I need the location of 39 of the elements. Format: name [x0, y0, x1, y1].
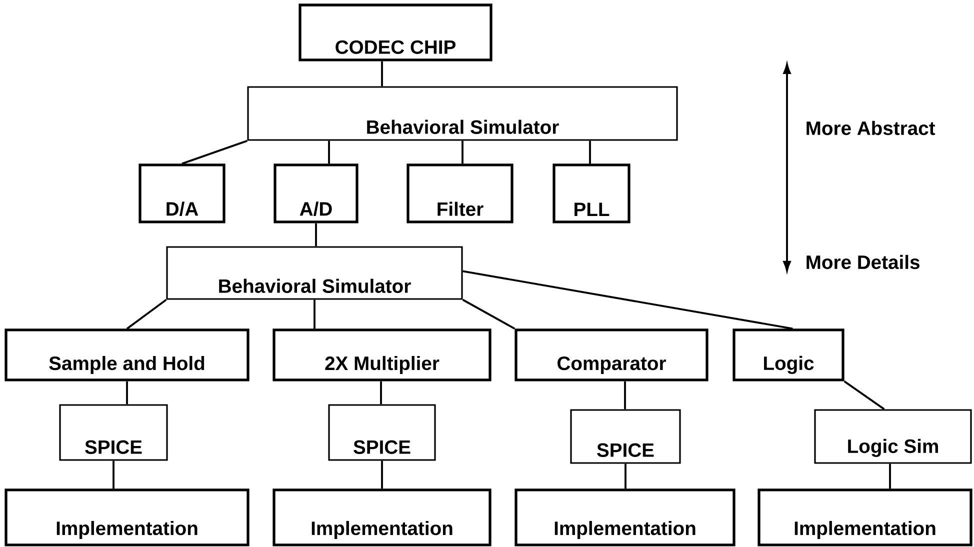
connector-line	[889, 464, 891, 489]
connector-line	[844, 380, 885, 410]
connector-line	[182, 140, 248, 165]
implementation-box: Implementation	[514, 488, 736, 546]
block-box: 2X Multiplier	[272, 328, 492, 382]
connector-line	[380, 381, 382, 404]
connector-line	[381, 61, 383, 86]
implementation-box: Implementation	[272, 488, 492, 546]
block-box: D/A	[138, 164, 226, 224]
connector-line	[589, 140, 591, 164]
block-box: Comparator	[514, 328, 708, 382]
block-box: A/D	[274, 164, 358, 224]
simulator-box: Behavioral Simulator	[247, 86, 678, 141]
connector-line	[381, 460, 383, 489]
direction-label: More Details	[806, 254, 920, 270]
connector-line	[314, 300, 316, 329]
simulator-box: SPICE	[59, 404, 168, 461]
connector-line	[624, 381, 626, 410]
connector-line	[315, 223, 317, 246]
connector-line	[126, 381, 128, 404]
simulator-box: SPICE	[328, 404, 436, 461]
connector-line	[126, 299, 167, 330]
connector-line	[462, 140, 464, 164]
block-box: Sample and Hold	[4, 328, 250, 382]
implementation-box: Implementation	[4, 488, 250, 546]
connector-line	[462, 270, 793, 330]
connector-line	[462, 298, 516, 330]
connector-line	[624, 464, 626, 489]
block-box: Logic	[732, 328, 844, 382]
simulator-box: Behavioral Simulator	[166, 246, 463, 300]
connector-line	[112, 460, 114, 489]
simulator-box: Logic Sim	[814, 409, 972, 464]
block-box: Filter	[406, 164, 514, 224]
chip-box: CODEC CHIP	[298, 4, 492, 62]
simulator-box: SPICE	[570, 409, 681, 464]
implementation-box: Implementation	[758, 488, 972, 546]
connector-line	[328, 140, 330, 164]
block-box: PLL	[552, 164, 630, 224]
direction-label: More Abstract	[806, 120, 936, 136]
